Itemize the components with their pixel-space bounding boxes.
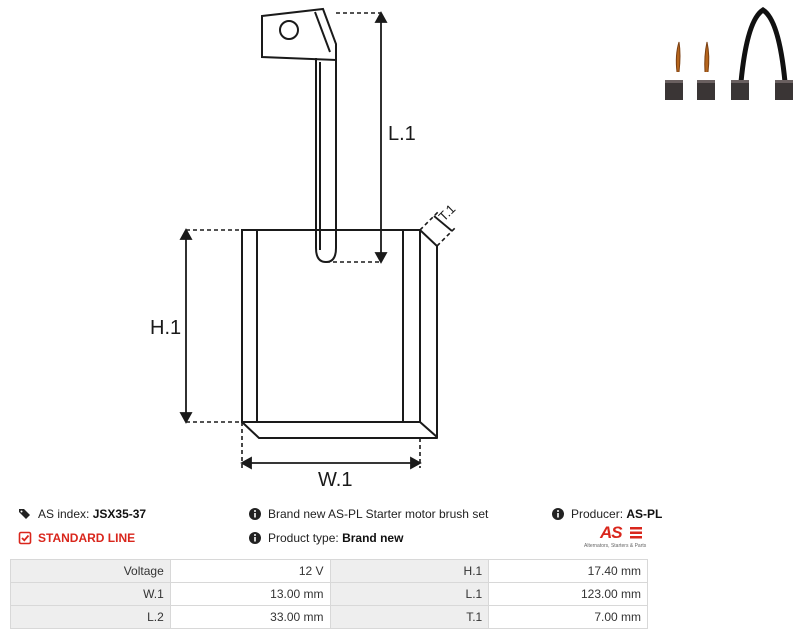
standard-line-row: STANDARD LINE [18,530,135,546]
product-type-row: Product type: Brand new [248,530,403,546]
brush-photo-icon [665,7,793,100]
spec-value: 17.40 mm [488,559,648,583]
producer-label: Producer: [571,507,624,521]
spec-value: 12 V [169,559,331,583]
info-icon [249,508,261,520]
brush-dimension-diagram: L.1 H.1 W.1 T.1 [150,7,458,490]
logo-mark: AS [600,523,623,542]
extension-lines [186,12,457,468]
label-h1: H.1 [150,317,181,339]
label-w1: W.1 [318,469,352,490]
as-index-value: JSX35-37 [92,507,147,521]
thumb-brush-2 [697,41,715,100]
as-index-row: AS index: JSX35-37 [18,506,146,522]
description-text: Brand new AS-PL Starter motor brush set [268,507,489,521]
spec-label: H.1 [329,559,490,583]
thumb-brush-pair [731,7,793,100]
check-square-icon [18,531,32,545]
spec-value: 13.00 mm [169,582,331,606]
spec-value: 123.00 mm [488,582,648,606]
spec-label: Voltage [10,559,171,583]
producer-value: AS-PL [626,507,663,521]
standard-line-label: STANDARD LINE [38,531,136,545]
info-icon [552,508,564,520]
tags-icon [19,509,30,519]
product-type-label: Product type: [268,531,339,545]
logo-bars-icon [630,527,642,539]
spec-label: W.1 [10,582,171,606]
as-pl-logo: AS Alternators, Starters & Parts [584,523,650,553]
as-index-label: AS index: [38,507,90,521]
spec-label: T.1 [329,605,490,629]
thumb-brush-1 [665,41,683,100]
spec-label: L.1 [329,582,490,606]
product-type-value: Brand new [342,531,404,545]
producer-row: Producer: AS-PL [551,506,662,522]
spec-value: 7.00 mm [488,605,648,629]
spec-value: 33.00 mm [169,605,331,629]
brush-block [241,229,438,440]
info-icon [249,532,261,544]
wire [315,58,337,264]
description-row: Brand new AS-PL Starter motor brush set [248,506,488,522]
label-l1: L.1 [388,123,416,145]
dimension-lines [179,11,453,470]
spec-label: L.2 [10,605,171,629]
logo-tagline: Alternators, Starters & Parts [584,543,647,549]
terminal-tab [261,7,337,62]
